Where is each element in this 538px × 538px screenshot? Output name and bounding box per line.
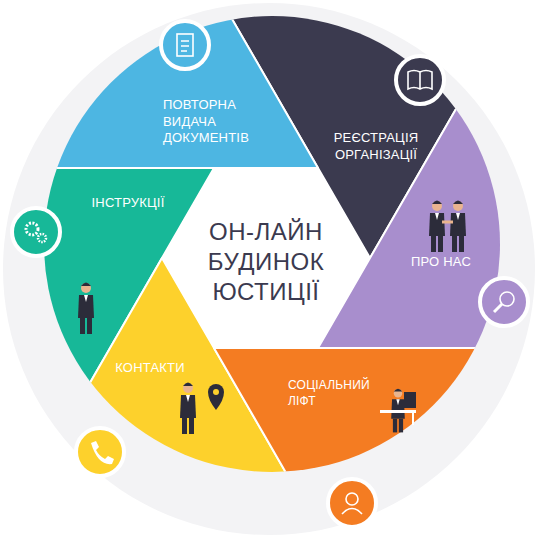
icon-circle [396, 56, 444, 104]
blade-label: КОНТАКТИ [110, 360, 190, 377]
aperture-blade [318, 0, 538, 348]
aperture-blade [0, 0, 318, 168]
figure-leg [87, 318, 92, 334]
icon-circle [328, 479, 376, 527]
map-pin-dot [213, 389, 219, 395]
icon-badge [161, 21, 209, 69]
figure-body [180, 395, 196, 418]
magnifier-handle [494, 304, 502, 312]
figure-hair [394, 389, 403, 392]
user-icon [346, 493, 358, 505]
phone-icon [91, 441, 114, 464]
figure-head [432, 201, 442, 211]
icon-badge [396, 56, 444, 104]
figure-hair [81, 283, 91, 287]
figure-leg [189, 418, 194, 434]
figure-hair [453, 201, 463, 205]
about-figure [450, 201, 466, 253]
figure-hair [432, 201, 442, 205]
center-title: ОН-ЛАЙН БУДИНОК ЮСТИЦІЇ [181, 217, 351, 307]
about-figure [429, 201, 445, 253]
monitor [404, 392, 416, 408]
figure-shirt [396, 399, 399, 405]
figure-shirt [84, 295, 88, 302]
contacts-figure [180, 383, 196, 435]
gear-icon [26, 223, 38, 235]
user-shoulders [342, 509, 362, 515]
figure-leg [393, 419, 397, 433]
instructions-figure [78, 283, 94, 335]
node-text: СОЦІАЛЬНИЙ ЛІФТ [288, 378, 384, 409]
figure-head [183, 383, 193, 393]
blade-label: РЕЄСТРАЦІЯ ОРГАНІЗАЦІЇ [326, 130, 426, 164]
figure-body [391, 399, 405, 419]
handshake [442, 221, 453, 224]
desk-leg [412, 413, 414, 425]
node-text: ІНСТРУКЦІЇ [83, 195, 173, 212]
figure-leg [438, 236, 443, 252]
node-text: КОНТАКТИ [110, 360, 190, 377]
icon-circle [76, 428, 124, 476]
node-text: ОН-ЛАЙН БУДИНОК ЮСТИЦІЇ [181, 217, 351, 307]
clipboard-icon [177, 34, 193, 56]
node-text: РЕЄСТРАЦІЯ ОРГАНІЗАЦІЇ [326, 130, 426, 164]
figure-shirt [456, 213, 460, 220]
figure-head [81, 283, 91, 293]
figure-hair [183, 383, 193, 387]
icon-circle [161, 21, 209, 69]
blade-label: ПОВТОРНА ВИДАЧА ДОКУМЕНТІВ [163, 97, 273, 148]
figure-head [453, 201, 463, 211]
desk [380, 410, 416, 413]
aperture-blade [214, 348, 538, 538]
icon-circle [480, 278, 528, 326]
icon-circle [12, 208, 60, 256]
figure-head [394, 389, 403, 398]
figure-shirt [186, 395, 190, 402]
figure-leg [431, 236, 436, 252]
figure-body [450, 213, 466, 236]
blade-label: ПРО НАС [406, 254, 476, 271]
figure-leg [399, 419, 403, 433]
figure-leg [182, 418, 187, 434]
book-icon [408, 71, 432, 90]
figure-body [78, 295, 94, 318]
center-hexagon [162, 168, 370, 348]
map-pin [208, 384, 224, 410]
figure-leg [80, 318, 85, 334]
gear-icon [38, 234, 46, 242]
icon-badge [12, 208, 60, 256]
figure-shirt [435, 213, 439, 220]
icon-badge [328, 479, 376, 527]
blade-label: СОЦІАЛЬНИЙ ЛІФТ [288, 378, 384, 409]
clipboard-lines [181, 41, 189, 51]
figure-leg [459, 236, 464, 252]
magnifier-icon [500, 292, 514, 306]
figure-leg [452, 236, 457, 252]
icon-badge [480, 278, 528, 326]
blade-label: ІНСТРУКЦІЇ [83, 195, 173, 212]
figure-body [429, 213, 445, 236]
node-text: ПРО НАС [406, 254, 476, 271]
icon-badge [76, 428, 124, 476]
node-text: ПОВТОРНА ВИДАЧА ДОКУМЕНТІВ [163, 97, 273, 148]
